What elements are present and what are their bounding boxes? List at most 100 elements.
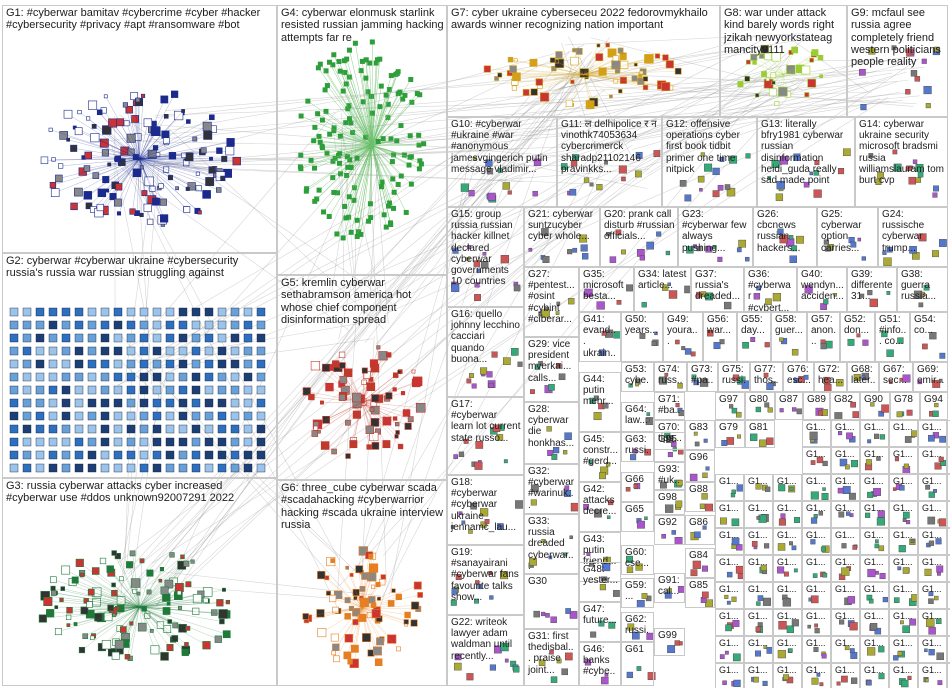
group-box-g24[interactable]: G24: russische cyberwar trump... bbox=[878, 207, 948, 267]
group-box-g1x-58[interactable]: G1... bbox=[744, 609, 773, 636]
group-box-g1x-3[interactable]: G1... bbox=[889, 420, 918, 447]
group-box-g1x-33[interactable]: G1... bbox=[802, 528, 831, 555]
group-box-g25[interactable]: G25: cyberwar option carries... bbox=[817, 207, 878, 267]
group-box-g95[interactable]: G95 bbox=[654, 432, 685, 462]
group-box-g1x-22[interactable]: G1... bbox=[744, 501, 773, 528]
group-box-g1x-41[interactable]: G1... bbox=[773, 555, 802, 582]
group-box-g4[interactable]: G4: cyberwar elonmusk starlink resisted … bbox=[277, 5, 447, 275]
group-box-g69[interactable]: G69: emir... bbox=[913, 362, 948, 392]
group-box-g44[interactable]: G44: putin mehr... bbox=[579, 372, 621, 432]
group-box-g1x-72[interactable]: G1... bbox=[889, 636, 918, 663]
group-box-g52[interactable]: G52: don... bbox=[840, 312, 875, 362]
group-box-g5[interactable]: G5: kremlin cyberwar sethabramson americ… bbox=[277, 275, 447, 480]
group-box-g2[interactable]: G2: cyberwar #cyberwar ukraine #cybersec… bbox=[2, 253, 277, 478]
group-box-g1x-50[interactable]: G1... bbox=[773, 582, 802, 609]
group-box-g1x-25[interactable]: G1... bbox=[831, 501, 860, 528]
group-box-g1x-43[interactable]: G1... bbox=[831, 555, 860, 582]
group-box-g11[interactable]: G11: ल delhipolice र न vinothk74053634 c… bbox=[557, 117, 662, 207]
group-box-g1x-23[interactable]: G1... bbox=[773, 501, 802, 528]
group-box-g29[interactable]: G29: vice president mverkai... calls... bbox=[524, 337, 579, 402]
group-box-g78[interactable]: G78 bbox=[890, 392, 920, 420]
group-box-g1x-9[interactable]: G1... bbox=[889, 447, 918, 474]
group-box-g10[interactable]: G10: #cyberwar #ukraine #war #anonymous … bbox=[447, 117, 557, 207]
group-box-g60[interactable]: G60: cse... bbox=[621, 545, 654, 575]
group-box-g1x-59[interactable]: G1... bbox=[773, 609, 802, 636]
group-box-g84[interactable]: G84 bbox=[685, 548, 715, 578]
group-box-g1x-19[interactable]: G1... bbox=[918, 474, 947, 501]
group-box-g1x-67[interactable]: G1... bbox=[744, 636, 773, 663]
group-box-g98[interactable]: G98 bbox=[654, 490, 685, 515]
group-box-g1x-44[interactable]: G1... bbox=[860, 555, 889, 582]
group-box-g35[interactable]: G35: microsoft besta... bbox=[579, 267, 634, 312]
group-box-g59[interactable]: G59: ... bbox=[621, 578, 654, 608]
group-box-g57[interactable]: G57: anon... bbox=[807, 312, 840, 362]
group-box-g1x-6[interactable]: G1... bbox=[802, 447, 831, 474]
group-box-g1x-10[interactable]: G1... bbox=[918, 447, 947, 474]
group-box-g33[interactable]: G33: russia dreaded cyberwar... bbox=[524, 514, 579, 574]
group-box-g40[interactable]: G40: wendyn... acciden... bbox=[797, 267, 847, 312]
group-box-g85[interactable]: G85 bbox=[685, 578, 715, 608]
group-box-g90[interactable]: G90 bbox=[860, 392, 890, 420]
group-box-g1x-48[interactable]: G1... bbox=[715, 582, 744, 609]
group-box-g1x-68[interactable]: G1... bbox=[773, 636, 802, 663]
group-box-g28[interactable]: G28: cyberwar die honkhas... bbox=[524, 402, 579, 464]
group-box-g1x-1[interactable]: G1... bbox=[831, 420, 860, 447]
group-box-g47[interactable]: G47: future... bbox=[579, 602, 621, 642]
group-box-g51[interactable]: G51: #info... co... bbox=[875, 312, 910, 362]
group-box-g1x-64[interactable]: G1... bbox=[918, 609, 947, 636]
group-box-g1x-46[interactable]: G1... bbox=[918, 555, 947, 582]
group-box-g15[interactable]: G15: group russia russian hacker killnet… bbox=[447, 207, 524, 307]
group-box-g1x-49[interactable]: G1... bbox=[744, 582, 773, 609]
group-box-g38[interactable]: G38: guerra russia... bbox=[897, 267, 948, 312]
group-box-g1x-12[interactable]: G1... bbox=[715, 474, 744, 501]
group-box-g1x-18[interactable]: G1... bbox=[889, 474, 918, 501]
group-box-g62[interactable]: G62: russi... bbox=[621, 612, 654, 642]
group-box-g17[interactable]: G17: #cyberwar learn lot current state r… bbox=[447, 397, 524, 475]
group-box-g1x-21[interactable]: G1... bbox=[715, 501, 744, 528]
group-box-g6[interactable]: G6: three_cube cyberwar scada #scadahack… bbox=[277, 480, 447, 686]
group-box-g72[interactable]: G72: hea... bbox=[814, 362, 847, 392]
group-box-g1x-60[interactable]: G1... bbox=[802, 609, 831, 636]
group-box-g96[interactable]: G96 bbox=[685, 450, 715, 482]
group-box-g34[interactable]: G34: latest article... bbox=[634, 267, 691, 312]
group-box-g1x-62[interactable]: G1... bbox=[860, 609, 889, 636]
group-box-g36[interactable]: G36: #cyberwar #cybert... bbox=[744, 267, 797, 312]
group-box-g80[interactable]: G80 bbox=[745, 392, 775, 420]
group-box-g26[interactable]: G26: cbcnews russian hackers... bbox=[753, 207, 817, 267]
group-box-g74[interactable]: G74: russ... bbox=[654, 362, 687, 392]
group-box-g58[interactable]: G58: guer... bbox=[771, 312, 807, 362]
group-box-g67[interactable]: G67: sec... bbox=[879, 362, 913, 392]
group-box-g54[interactable]: G54: co... bbox=[910, 312, 948, 362]
group-box-g56[interactable]: G56: war... bbox=[703, 312, 737, 362]
group-box-g77[interactable]: G77: thos... bbox=[750, 362, 783, 392]
group-box-g94[interactable]: G94 bbox=[920, 392, 948, 420]
group-box-g45[interactable]: G45: constr... #gerd... bbox=[579, 432, 621, 482]
group-box-g22[interactable]: G22: writeok lawyer adam waldman until r… bbox=[447, 615, 524, 686]
group-box-g88[interactable]: G88 bbox=[685, 482, 715, 512]
group-box-g1x-0[interactable]: G1... bbox=[802, 420, 831, 447]
group-box-g1x-28[interactable]: G1... bbox=[918, 501, 947, 528]
group-box-g1x-17[interactable]: G1... bbox=[860, 474, 889, 501]
group-box-g1x-16[interactable]: G1... bbox=[831, 474, 860, 501]
group-box-g1x-61[interactable]: G1... bbox=[831, 609, 860, 636]
group-box-g1x-4[interactable]: G1... bbox=[918, 420, 947, 447]
group-box-g79[interactable]: G79 bbox=[715, 420, 745, 448]
group-box-g1x-73[interactable]: G1... bbox=[918, 636, 947, 663]
group-box-g87[interactable]: G87 bbox=[775, 392, 803, 420]
group-box-g61[interactable]: G61 bbox=[621, 642, 654, 686]
group-box-g1x-82[interactable]: G1... bbox=[918, 663, 947, 688]
group-box-g93[interactable]: G93: #uk... bbox=[654, 462, 685, 490]
group-box-g1x-27[interactable]: G1... bbox=[889, 501, 918, 528]
group-box-g37[interactable]: G37: russia's dreaded... bbox=[691, 267, 744, 312]
group-box-g1x-30[interactable]: G1... bbox=[715, 528, 744, 555]
group-box-g1x-53[interactable]: G1... bbox=[860, 582, 889, 609]
group-box-g1x-14[interactable]: G1... bbox=[773, 474, 802, 501]
group-box-g81[interactable]: G81 bbox=[745, 420, 775, 448]
group-box-g1x-81[interactable]: G1... bbox=[889, 663, 918, 688]
group-box-g1x-51[interactable]: G1... bbox=[802, 582, 831, 609]
group-box-g1x-34[interactable]: G1... bbox=[831, 528, 860, 555]
group-box-g1x-26[interactable]: G1... bbox=[860, 501, 889, 528]
group-box-g12[interactable]: G12: offensive operations cyber first bo… bbox=[662, 117, 757, 207]
group-box-g1x-31[interactable]: G1... bbox=[744, 528, 773, 555]
group-box-g1x-69[interactable]: G1... bbox=[802, 636, 831, 663]
